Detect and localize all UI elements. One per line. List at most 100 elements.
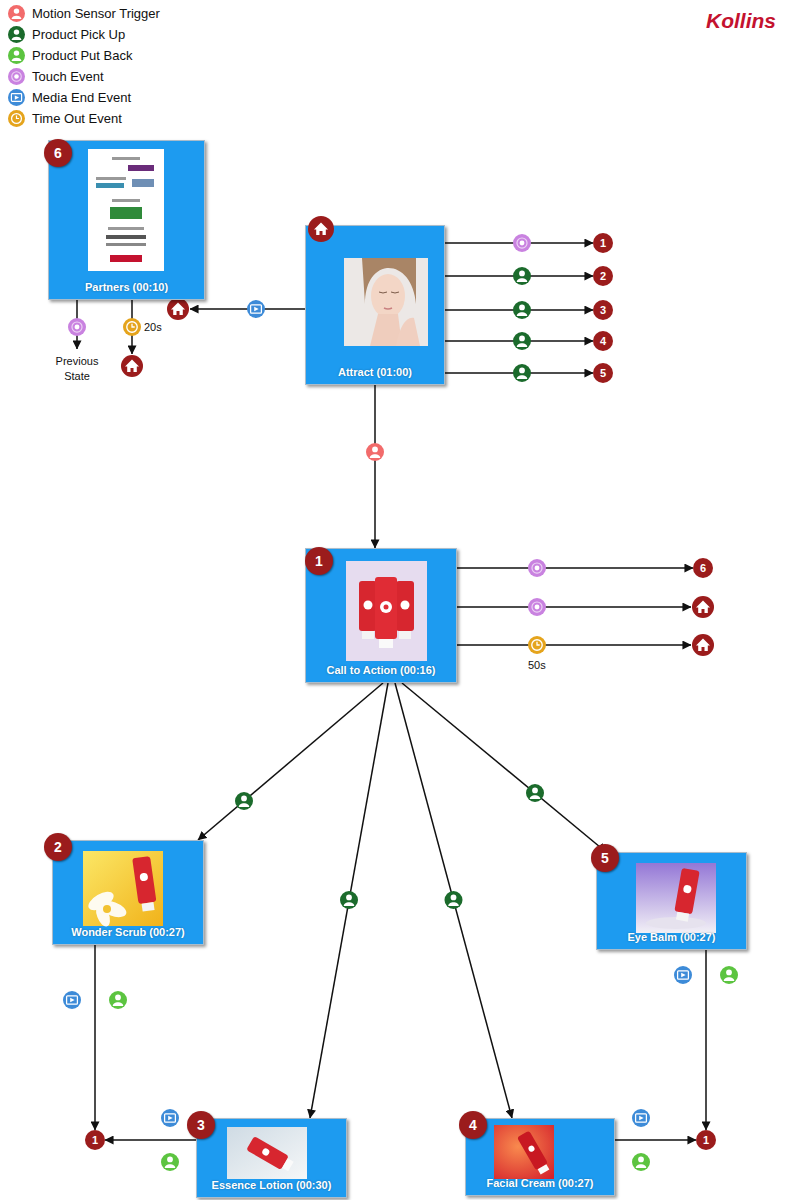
target-number: 1 [600,237,606,249]
media-icon [247,300,265,318]
legend-text: Media End Event [32,90,131,105]
face-photo [344,258,428,346]
media-icon [161,1109,179,1127]
home-icon [692,634,714,656]
home-icon [167,298,189,320]
legend-text: Product Put Back [32,48,132,63]
box-title: Essence Lotion (00:30) [209,1179,335,1197]
legend-glyph [8,26,25,43]
target-number: 5 [600,367,606,379]
brand-logo: Kollins [706,9,776,33]
target-circle: 1 [593,233,613,253]
target-circle: 1 [696,1130,716,1150]
media-icon [632,1109,650,1127]
legend-glyph [8,5,25,22]
box-title: Eye Balm (00:27) [624,931,718,949]
callout-number: 6 [44,139,72,167]
label-holder: Previous State [47,354,107,384]
legend-swatch [8,110,25,127]
partner-logos [88,149,164,271]
legend-glyph [8,89,25,106]
label-holder: Kollins [706,9,776,33]
target-number: 2 [600,270,606,282]
target-circle: 2 [593,266,613,286]
motion-icon [366,443,384,461]
putback-icon [161,1153,179,1171]
target-number: 4 [600,335,606,347]
legend-row: Time Out Event [8,108,160,129]
legend-text: Touch Event [32,69,104,84]
legend-swatch [8,26,25,43]
target-circle: 5 [593,363,613,383]
pickup-icon [445,891,463,909]
target-number: 1 [703,1134,709,1146]
pickup-icon [235,792,253,810]
legend-text: Product Pick Up [32,27,125,42]
flow-arrow [705,950,707,1130]
flow-arrow [615,1139,696,1141]
legend-swatch [8,89,25,106]
screen-box: 1Call to Action (00:16) [305,548,457,683]
putback-icon [720,966,738,984]
product-photo [346,561,427,661]
flow-arrow [310,683,388,1118]
target-circle: 4 [593,331,613,351]
pickup-icon [513,267,531,285]
flow-arrow [395,683,512,1118]
pickup-icon [340,891,358,909]
callout-number: 5 [591,844,619,872]
target-circle: 1 [85,1130,105,1150]
home-arrow [457,606,691,608]
media-icon [63,991,81,1009]
screen-box: 4Facial Cream (00:27) [465,1118,615,1196]
clock-icon [528,636,546,654]
target-number: 3 [600,304,606,316]
legend-glyph [8,110,25,127]
box-title: Facial Cream (00:27) [484,1177,597,1195]
callout-number: 4 [459,1111,487,1139]
label-holder: 50s [528,658,546,673]
screen-box: Attract (01:00) [305,225,445,385]
pickup-icon [513,332,531,350]
flow-arrow [402,683,606,852]
product-photo [83,851,163,926]
putback-icon [109,991,127,1009]
pickup-icon [513,301,531,319]
callout-number: 2 [44,833,72,861]
touch-icon [528,559,546,577]
flow-arrow [374,385,376,548]
touch-icon [513,234,531,252]
state-note: Previous State [47,354,107,384]
screen-box: 3Essence Lotion (00:30) [196,1118,347,1198]
pickup-icon [513,364,531,382]
flow-arrow [105,1139,196,1141]
target-number: 6 [700,562,706,574]
flow-arrow [94,945,96,1130]
timeout-value: 20s [144,320,162,335]
product-photo [227,1127,307,1179]
home-arrow [457,644,691,646]
screen-box: 5Eye Balm (00:27) [596,852,747,950]
home-icon [692,596,714,618]
legend-row: Touch Event [8,66,160,87]
touch-icon [68,318,86,336]
legend-glyph [8,47,25,64]
screen-box: 6Partners (00:10) [48,140,205,300]
flow-arrow [457,567,693,569]
label-holder: 20s [144,320,162,335]
callout-number: 3 [187,1111,215,1139]
target-circle: 3 [593,300,613,320]
legend-glyph [8,68,25,85]
box-title: Partners (00:10) [82,281,171,299]
pickup-icon [526,784,544,802]
legend: Motion Sensor TriggerProduct Pick Up Prod… [8,3,160,129]
target-number: 1 [92,1134,98,1146]
clock-icon [123,318,141,336]
legend-text: Motion Sensor Trigger [32,6,160,21]
home-icon [121,355,143,377]
legend-row: Product Put Back [8,45,160,66]
touch-icon [528,598,546,616]
legend-row: Product Pick Up [8,24,160,45]
box-title: Attract (01:00) [335,366,415,384]
legend-row: Media End Event [8,87,160,108]
